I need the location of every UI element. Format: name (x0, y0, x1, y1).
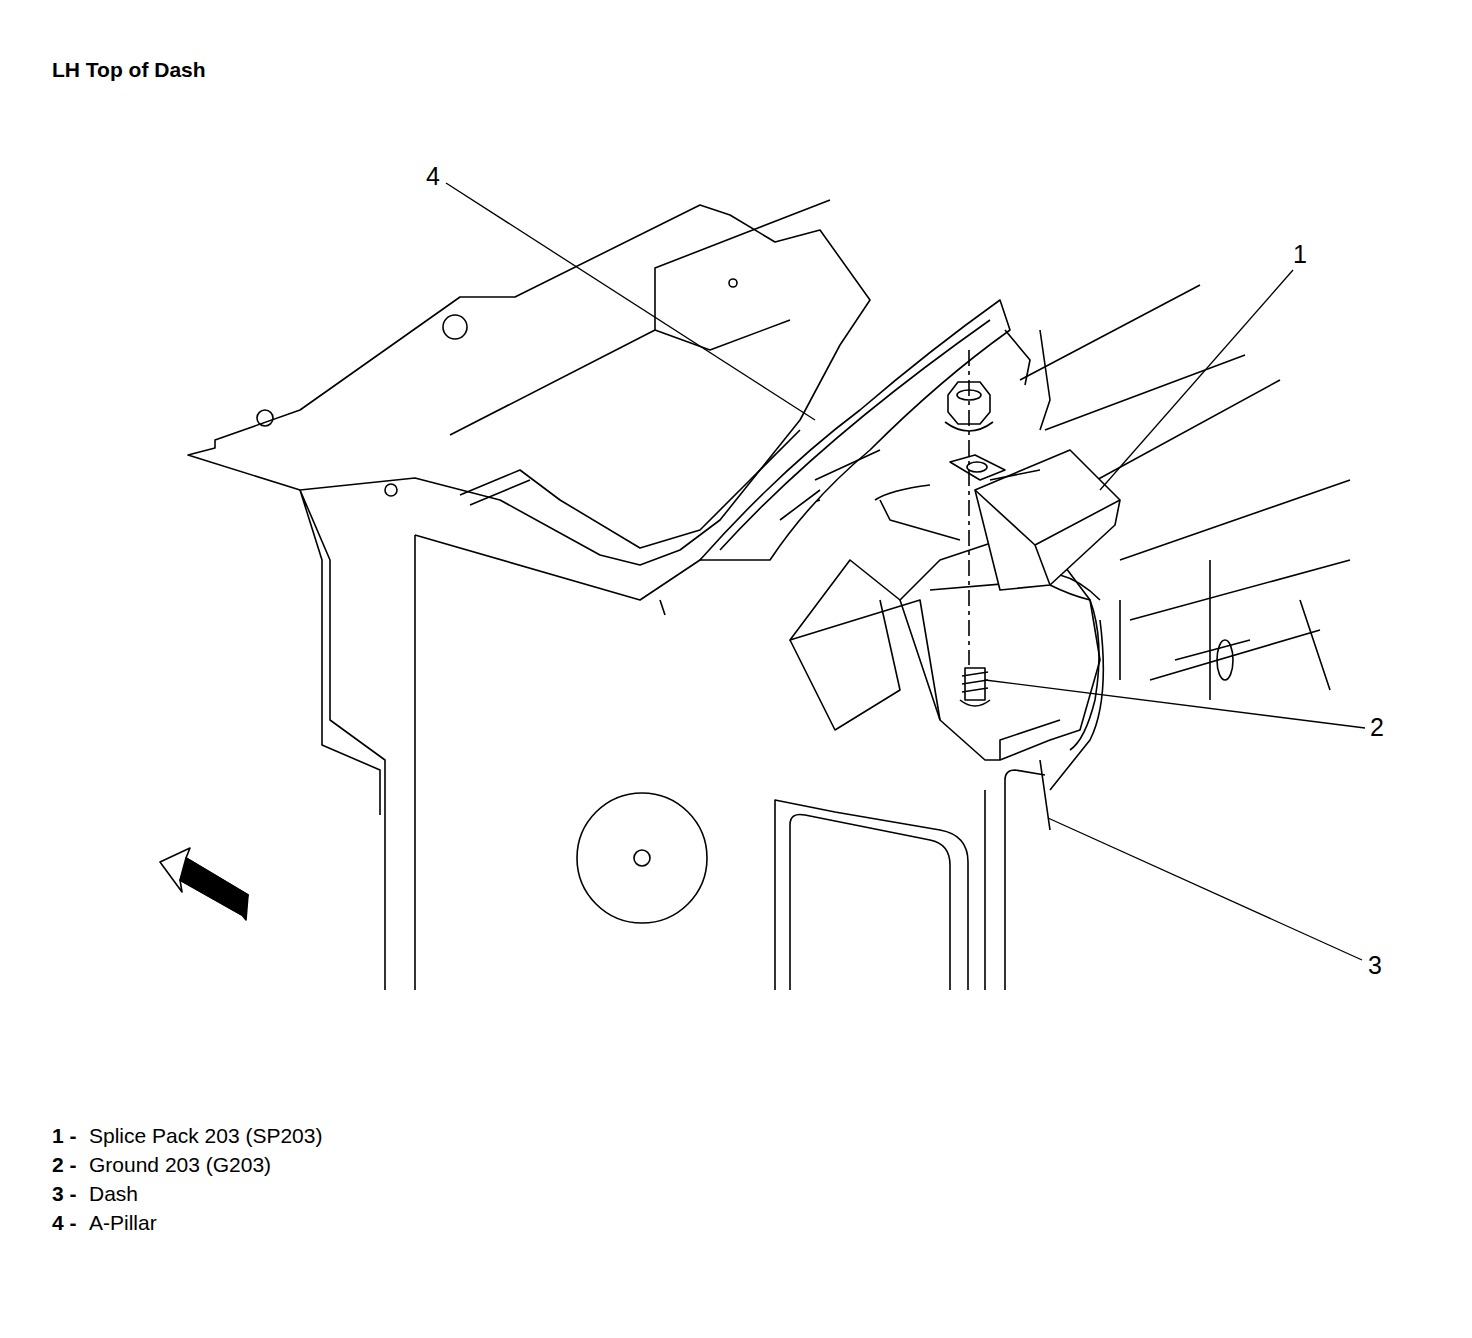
page-title: LH Top of Dash (52, 59, 206, 80)
dash-panel (300, 490, 415, 990)
key-number: 2 - (52, 1154, 77, 1175)
assembly-centerline (968, 350, 970, 665)
callout-number: 4 (426, 164, 440, 189)
trim-edge (1120, 560, 1330, 700)
splice-pack (975, 470, 1120, 585)
ring-terminal (950, 455, 1005, 480)
leader-line (446, 183, 815, 420)
key-number: 3 - (52, 1183, 77, 1204)
grommet (634, 850, 650, 866)
callout-number: 3 (1368, 953, 1382, 978)
cowl-hole (257, 410, 273, 426)
ground-stud (960, 672, 990, 706)
key-number: 1 - (52, 1125, 77, 1146)
part-name: Dash (89, 1183, 138, 1204)
key-number: 4 - (52, 1212, 77, 1233)
cowl-hole (729, 279, 737, 287)
view-arrow (180, 858, 248, 920)
cowl-hole (385, 484, 397, 496)
grommet (577, 793, 707, 923)
trim-hole (1217, 640, 1233, 680)
splice-pack (975, 450, 1120, 590)
callout-number: 2 (1370, 715, 1384, 740)
speaker-opening (775, 800, 968, 990)
part-name: A-Pillar (89, 1212, 157, 1233)
cowl-hole (443, 315, 467, 339)
ring-terminal (967, 462, 987, 472)
part-name: Ground 203 (G203) (89, 1154, 271, 1175)
leader-line (985, 680, 1365, 728)
dash-edge (985, 770, 1045, 990)
leader-line (1100, 270, 1293, 490)
callout-number: 1 (1293, 242, 1307, 267)
ground-bracket (875, 485, 960, 540)
leader-line (1048, 818, 1362, 960)
ground-bracket (790, 580, 1103, 830)
part-name: Splice Pack 203 (SP203) (89, 1125, 322, 1146)
splice-wires (1050, 575, 1100, 750)
